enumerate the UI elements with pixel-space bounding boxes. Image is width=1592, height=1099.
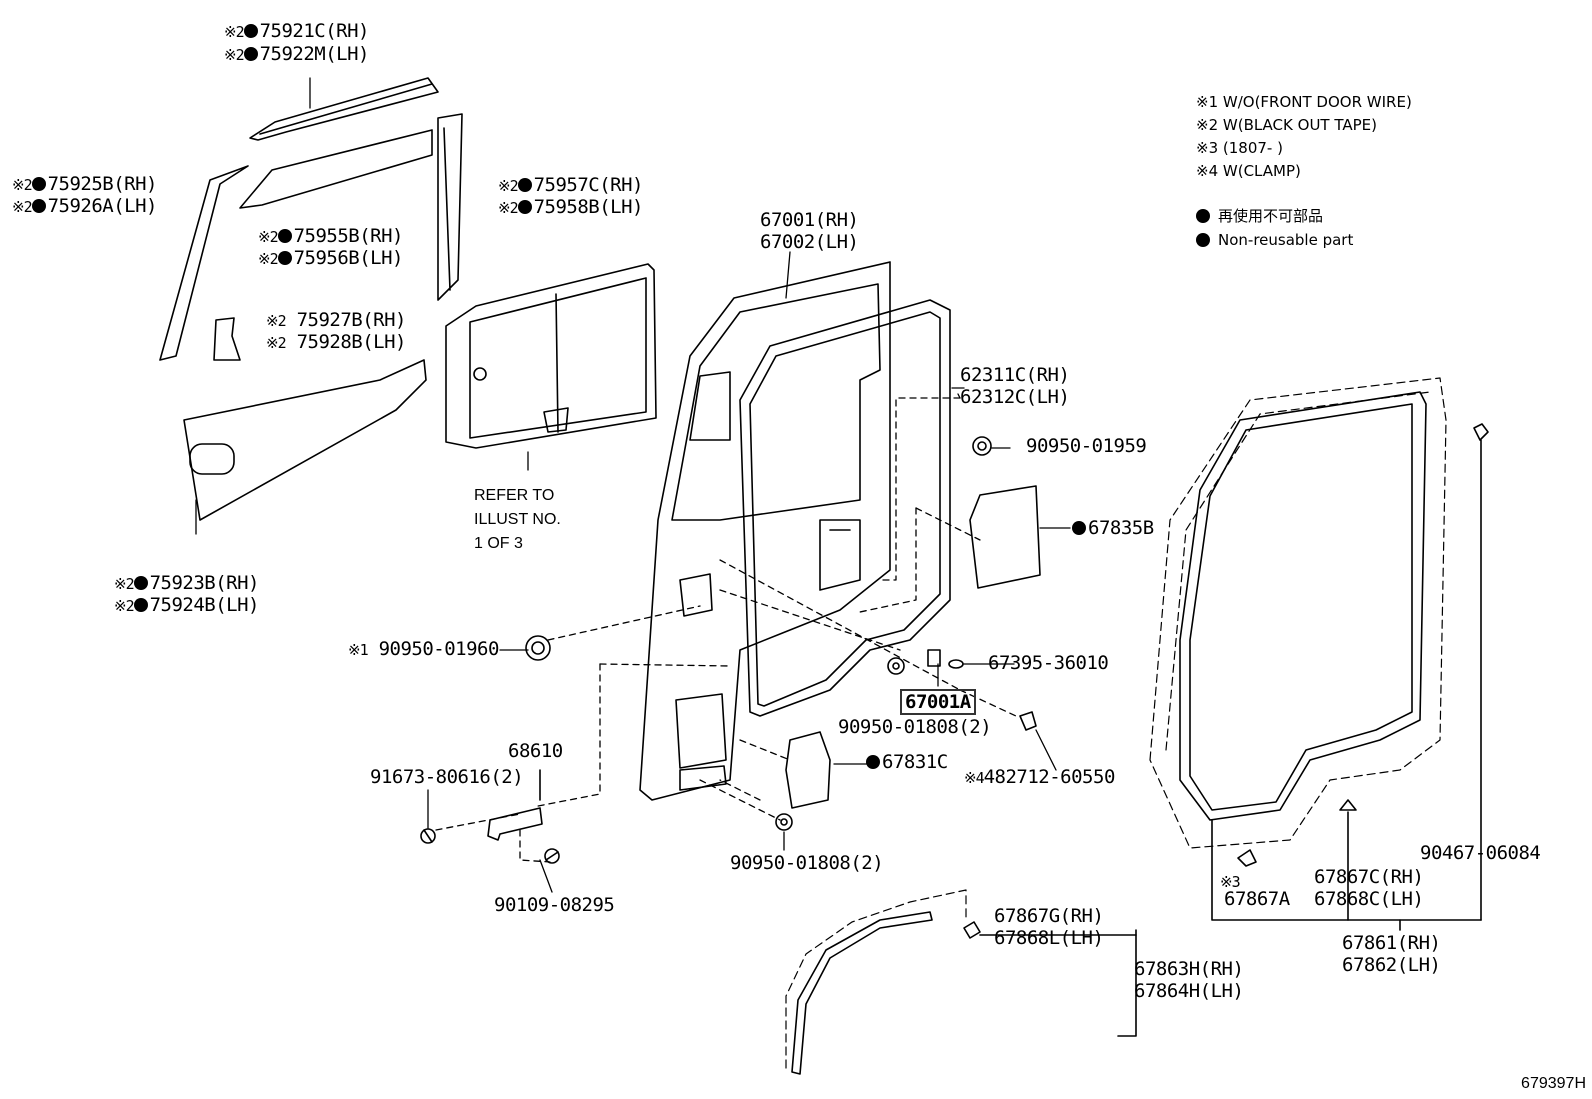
label-90950-01959[interactable]: 90950-01959 bbox=[1026, 435, 1147, 457]
bolt-91673 bbox=[420, 828, 436, 844]
pillar-trim-75957 bbox=[437, 113, 463, 301]
note-2: ※2 W(BLACK OUT TAPE) bbox=[1196, 116, 1377, 134]
clip-482712 bbox=[1019, 711, 1037, 731]
refer-line-1: REFER TO bbox=[474, 487, 555, 504]
label-67862[interactable]: 67862(LH) bbox=[1342, 954, 1441, 976]
label-90950-01960[interactable]: ※1 90950-01960 bbox=[348, 638, 499, 660]
label-67001a[interactable]: 67001A bbox=[900, 689, 976, 715]
label-67868c[interactable]: 67868C(LH) bbox=[1314, 888, 1424, 910]
grommet-90950-01960 bbox=[525, 635, 551, 661]
label-67395-36010[interactable]: 67395-36010 bbox=[988, 652, 1109, 674]
grommet-90950-01808-a bbox=[887, 657, 905, 675]
arch-weatherstrip-67863 bbox=[785, 889, 967, 1075]
pillar-trim-75925 bbox=[159, 165, 249, 361]
label-90467-06084[interactable]: 90467-06084 bbox=[1420, 842, 1541, 864]
door-check-68610 bbox=[487, 807, 543, 841]
label-67868l[interactable]: 67868L(LH) bbox=[994, 927, 1104, 949]
note-4: ※4 W(CLAMP) bbox=[1196, 162, 1301, 180]
lower-trim-75923 bbox=[183, 359, 427, 521]
trim-panel-75955 bbox=[239, 129, 433, 209]
oring-67395 bbox=[948, 659, 964, 669]
label-68610[interactable]: 68610 bbox=[508, 740, 563, 762]
label-62311[interactable]: 62311C(RH) bbox=[960, 364, 1070, 386]
label-91673-80616[interactable]: 91673-80616(2) bbox=[370, 766, 524, 788]
label-62312[interactable]: 62312C(LH) bbox=[960, 386, 1070, 408]
legend-en: Non-reusable part bbox=[1196, 229, 1353, 252]
label-mark-3: ※3 bbox=[1220, 873, 1241, 891]
label-67831[interactable]: 67831C bbox=[866, 751, 948, 773]
grommet-90950-01808-b bbox=[775, 813, 793, 831]
label-90109-08295[interactable]: 90109-08295 bbox=[494, 894, 615, 916]
legend-jp-text: 再使用不可部品 bbox=[1218, 207, 1324, 225]
refer-line-3: 1 OF 3 bbox=[474, 535, 523, 552]
bullet-icon bbox=[1196, 209, 1210, 223]
label-482712-60550[interactable]: ※4482712-60550 bbox=[964, 766, 1115, 788]
note-3: ※3 (1807- ) bbox=[1196, 139, 1283, 157]
label-67002[interactable]: 67002(LH) bbox=[760, 231, 859, 253]
trim-piece-75927 bbox=[213, 317, 241, 361]
refer-note: REFER TO ILLUST NO. 1 OF 3 bbox=[474, 484, 561, 556]
clip-67867g bbox=[963, 921, 981, 939]
label-67867c[interactable]: 67867C(RH) bbox=[1314, 866, 1424, 888]
lower-trim-handle bbox=[189, 443, 235, 475]
pin-67001a bbox=[927, 649, 941, 667]
bolt-90109 bbox=[544, 848, 560, 864]
bullet-icon bbox=[1196, 233, 1210, 247]
clip-67867c bbox=[1339, 799, 1357, 921]
label-90950-01808-b[interactable]: 90950-01808(2) bbox=[730, 852, 884, 874]
label-75928[interactable]: ※2 75928B(LH) bbox=[266, 331, 406, 353]
label-67867g[interactable]: 67867G(RH) bbox=[994, 905, 1104, 927]
grommet-90950-01959 bbox=[972, 436, 992, 456]
moulding-strip-75921 bbox=[249, 77, 439, 141]
label-67001[interactable]: 67001(RH) bbox=[760, 209, 859, 231]
legend-en-text: Non-reusable part bbox=[1218, 231, 1354, 249]
label-67835[interactable]: 67835B bbox=[1072, 517, 1154, 539]
label-67863[interactable]: 67863H(RH) bbox=[1134, 958, 1244, 980]
figure-number: 679397H bbox=[1521, 1075, 1586, 1092]
note-1: ※1 W/O(FRONT DOOR WIRE) bbox=[1196, 93, 1412, 111]
label-75927[interactable]: ※2 75927B(RH) bbox=[266, 309, 406, 331]
label-67864[interactable]: 67864H(LH) bbox=[1134, 980, 1244, 1002]
clip-90467 bbox=[1473, 423, 1489, 921]
label-67861[interactable]: 67861(RH) bbox=[1342, 932, 1441, 954]
body-weatherstrip bbox=[1149, 377, 1447, 849]
label-90950-01808-a[interactable]: 90950-01808(2) bbox=[838, 716, 992, 738]
cover-67831 bbox=[785, 731, 831, 809]
door-shell bbox=[639, 261, 891, 801]
label-67867a[interactable]: 67867A bbox=[1224, 888, 1290, 910]
cover-67835 bbox=[969, 485, 1041, 589]
door-weatherstrip bbox=[739, 299, 951, 717]
legend-jp: 再使用不可部品 bbox=[1196, 205, 1323, 228]
window-frame bbox=[445, 263, 657, 449]
clip-67867a bbox=[1237, 849, 1257, 867]
refer-line-2: ILLUST NO. bbox=[474, 511, 561, 528]
